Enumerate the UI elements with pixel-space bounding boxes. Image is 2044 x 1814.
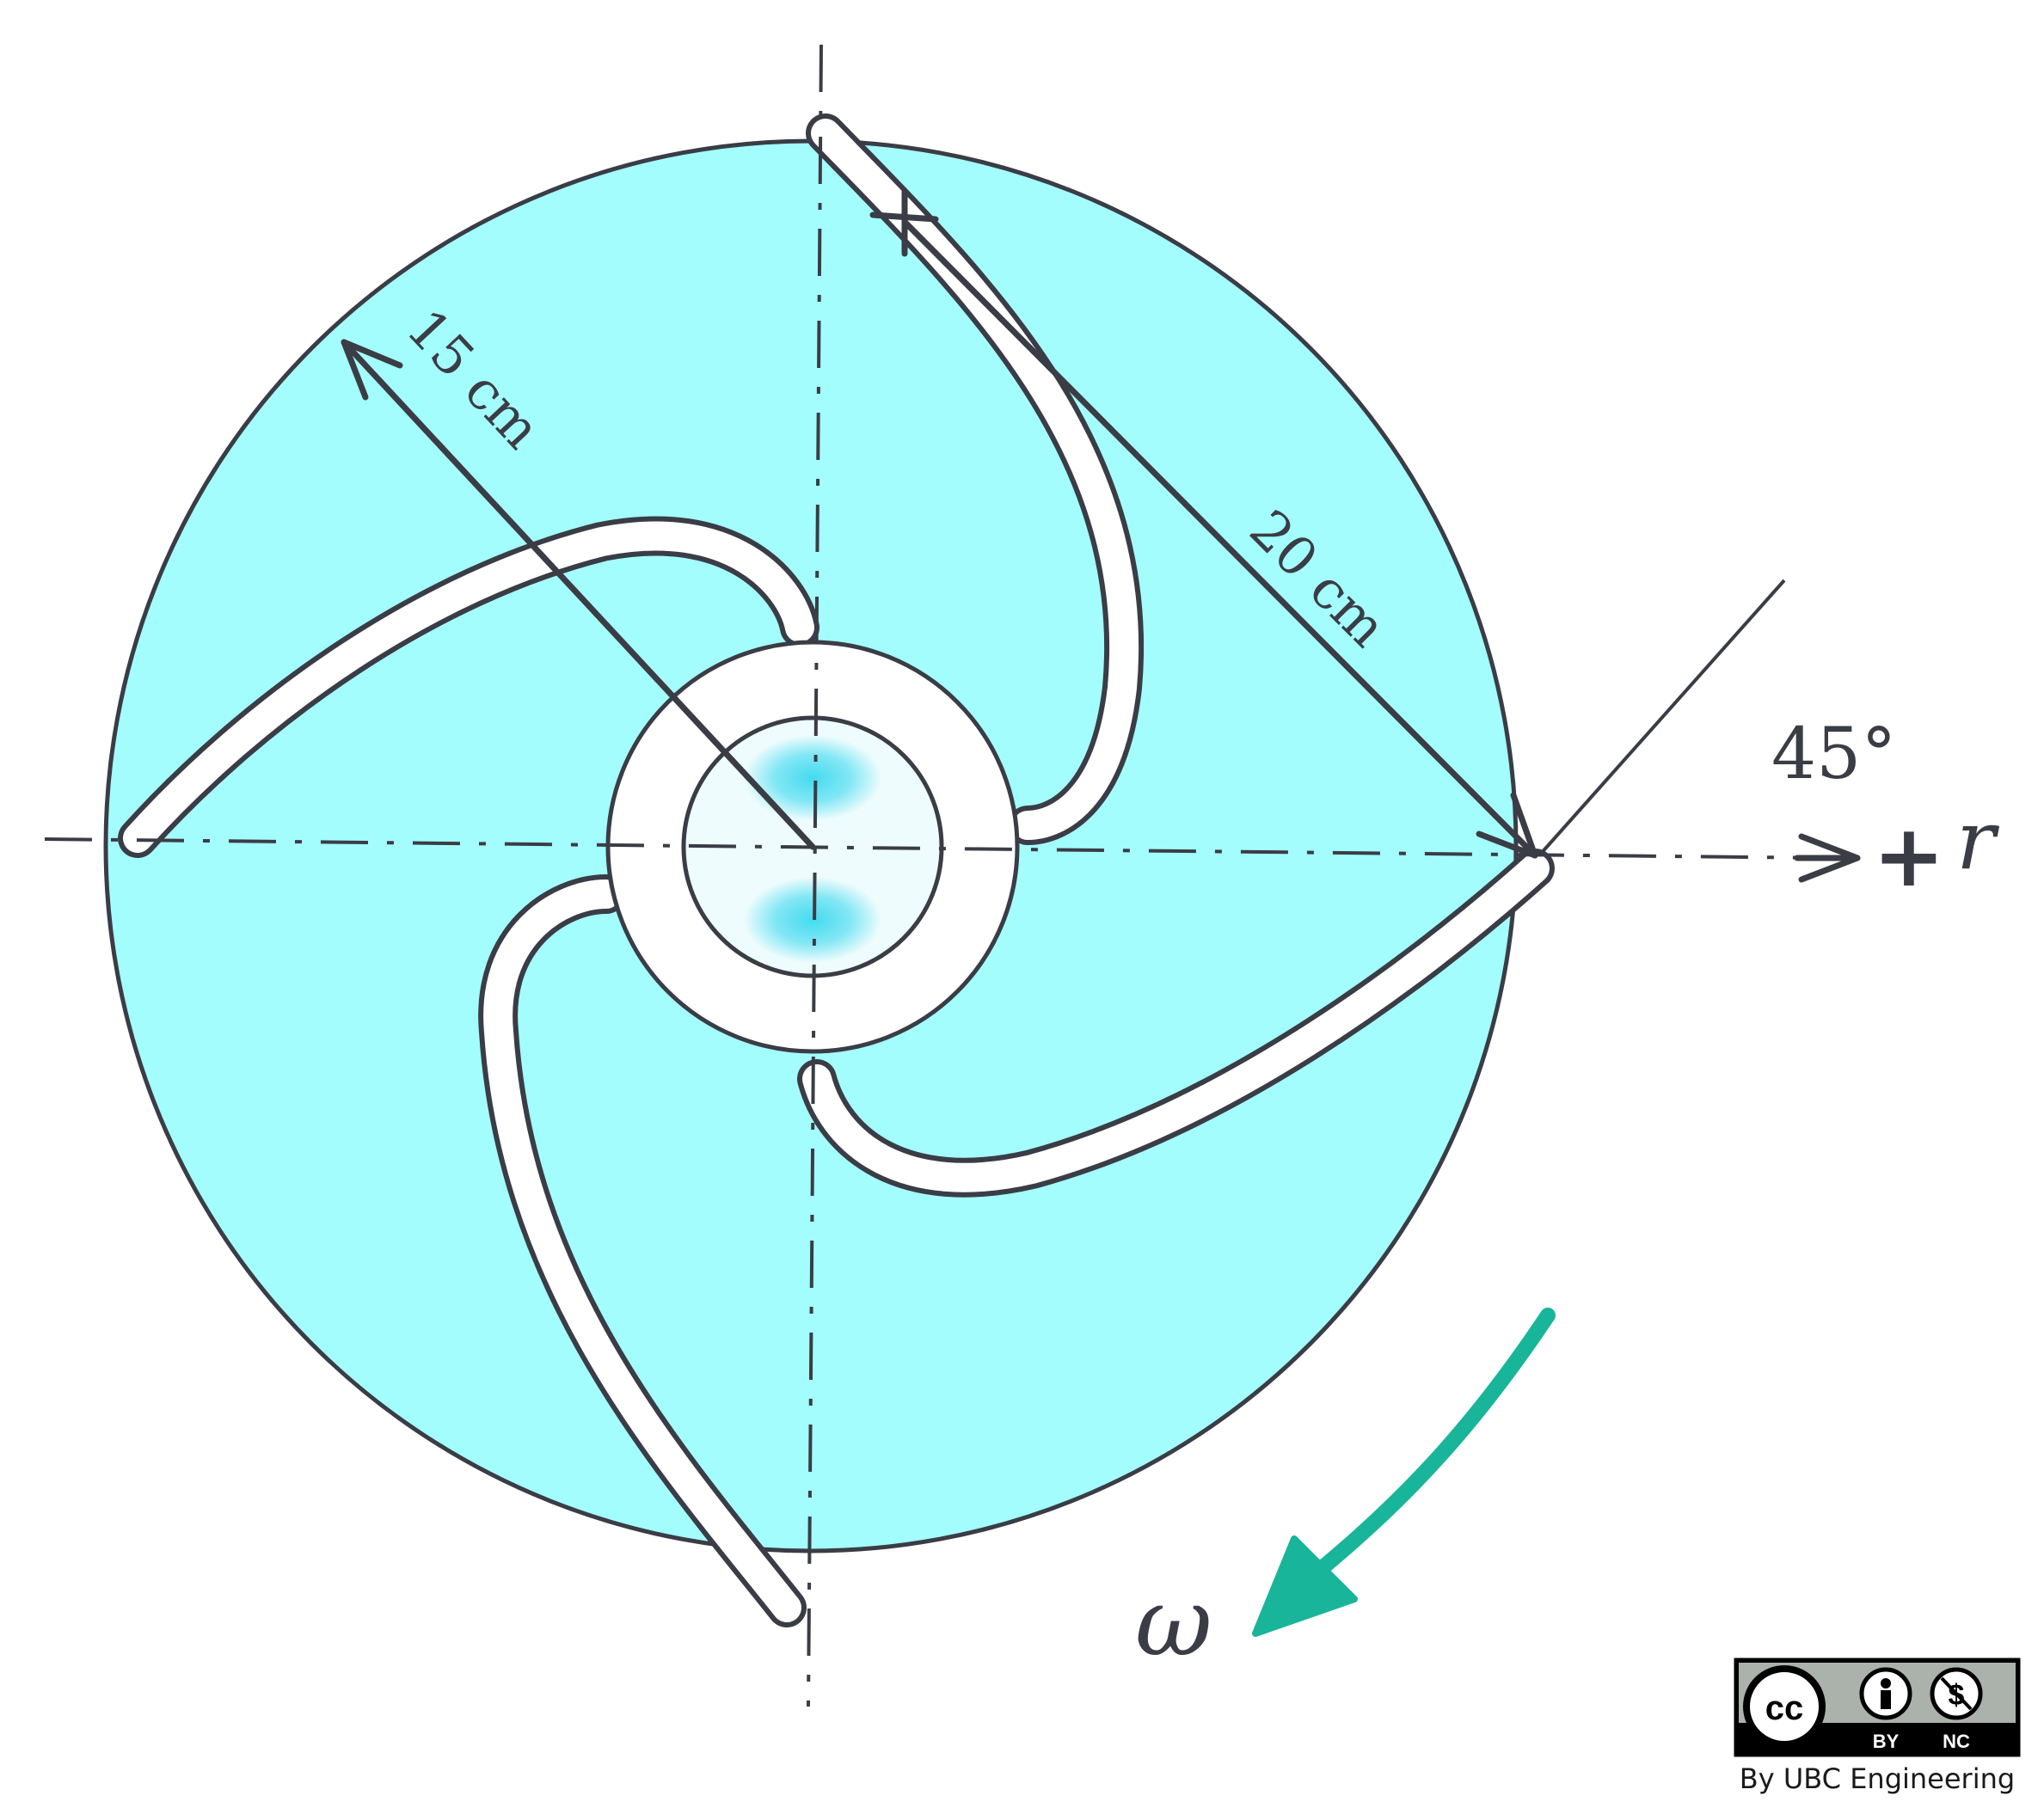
hub-highlight-bottom xyxy=(744,877,881,963)
radius-15-dimension xyxy=(341,339,816,850)
arrow-head-icon xyxy=(341,339,403,401)
label-r: r xyxy=(1956,794,2000,888)
badge-nc: NC xyxy=(1943,1731,1970,1752)
radius-20-dimension xyxy=(869,187,1538,859)
rotation-arrow xyxy=(1252,1308,1556,1637)
credit-text: By UBC Engineering xyxy=(1740,1762,2015,1795)
impeller-blades xyxy=(118,113,1555,1627)
cc-icon xyxy=(1743,1665,1826,1748)
tick-mark-icon xyxy=(869,187,939,257)
svg-text:cc: cc xyxy=(1765,1689,1804,1727)
angle-reference-line xyxy=(1538,579,1786,857)
vertical-center-line xyxy=(807,44,823,1707)
badge-by: BY xyxy=(1873,1731,1900,1752)
license-badge: cc $ BY NC By UBC Engineering xyxy=(1734,1658,2021,1795)
arrow-head-icon xyxy=(1252,1535,1358,1637)
hub-highlight-top xyxy=(744,735,881,821)
label-45-degrees: 45° xyxy=(1771,714,1896,795)
arrow-head-icon xyxy=(1476,792,1538,859)
label-omega: ω xyxy=(1135,1567,1212,1677)
label-plus: + xyxy=(1873,806,1945,906)
